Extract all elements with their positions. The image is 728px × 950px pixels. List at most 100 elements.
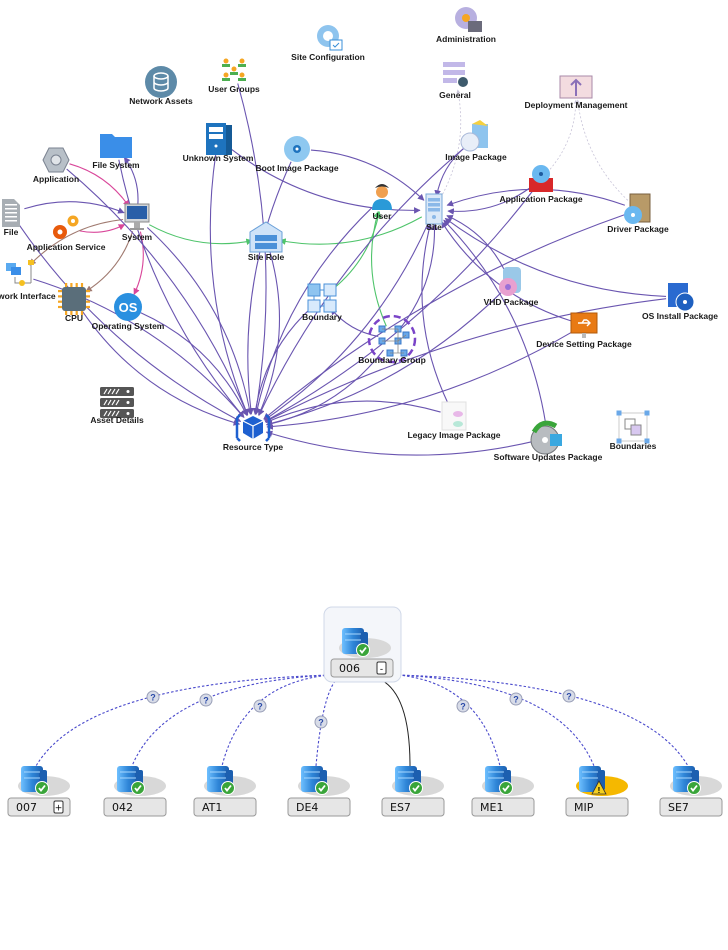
node-site[interactable]: Site [425,193,443,232]
box-disc-icon [624,193,651,224]
svg-text:?: ? [203,696,209,706]
node-label: General [439,90,471,100]
node-label: Administration [436,34,496,44]
node-label: Operating System [92,321,165,331]
node-application-package[interactable]: Application Package [499,165,583,204]
server-label-box [471,797,535,817]
server-node-root[interactable]: 006- [323,606,402,683]
node-system[interactable]: System [122,203,153,242]
node-label: Application Package [499,194,582,204]
unknown-link-icon[interactable]: ? [509,692,523,706]
node-legacy-image-package[interactable]: Legacy Image Package [407,401,501,440]
server-node[interactable]: AT1 [193,766,257,817]
link-006-to-DE4 [315,674,343,767]
unknown-link-icon[interactable]: ? [456,699,470,713]
edge-os-install-package-to-site [444,217,667,297]
unknown-link-icon[interactable]: ? [314,715,328,729]
node-label: Unknown System [183,153,254,163]
unknown-link-icon[interactable]: ? [199,693,213,707]
node-user-groups[interactable]: User Groups [208,58,260,95]
node-cpu[interactable]: CPU [58,283,90,323]
node-general[interactable]: General [439,62,471,100]
node-os-install-package[interactable]: OS Install Package [642,283,718,321]
unknown-link-icon[interactable]: ? [253,699,267,713]
server-rack-icon [100,387,134,418]
node-image-package[interactable]: Image Package [445,120,507,162]
node-software-updates-package[interactable]: Software Updates Package [494,420,603,462]
folder-upload-icon [559,75,593,99]
node-file-system[interactable]: File System [92,134,140,170]
server-node[interactable]: !MIP [565,766,629,817]
edge-application-to-resource-type [66,168,249,416]
warning-icon: ! [591,780,607,795]
server-node[interactable]: 007+ [7,766,71,817]
node-application[interactable]: Application [33,147,79,184]
svg-text:?: ? [460,702,466,712]
node-label: User Groups [208,84,260,94]
edge-file-system-to-resource-type [118,159,245,418]
node-operating-system[interactable]: OS Operating System [92,293,165,331]
node-resource-type[interactable]: Resource Type [223,414,284,452]
server-node[interactable]: SE7 [659,766,723,817]
building-server-icon [249,221,283,253]
server-tower-icon [206,123,232,155]
node-site-configuration[interactable]: Site Configuration [291,25,365,62]
node-user[interactable]: User [372,184,392,221]
resource-graph: Site Configuration AdministrationNetwork … [0,7,718,462]
node-administration[interactable]: Administration [436,7,496,44]
node-unknown-system[interactable]: Unknown System [183,123,254,163]
expand-button[interactable]: + [53,800,64,814]
node-label: System [122,232,153,242]
node-label: Asset Details [90,415,144,425]
svg-text:-: - [380,665,383,675]
node-driver-package[interactable]: Driver Package [607,193,669,234]
node-boundary[interactable]: Boundary [302,283,342,322]
edge-system-to-resource-type [146,227,253,415]
node-site-role[interactable]: Site Role [248,221,285,262]
unknown-link-icon[interactable]: ? [562,689,576,703]
install-disc-icon [668,283,695,312]
server-node[interactable]: DE4 [287,766,351,817]
server-node[interactable]: ES7 [381,766,445,817]
edge-application-package-to-deployment-management [549,99,578,170]
check-icon [131,781,145,795]
gear-checklist-icon [455,7,482,32]
node-asset-details[interactable]: Asset Details [90,387,144,425]
node-label: File [4,227,19,237]
node-label: Image Package [445,152,507,162]
person-icon [372,184,392,210]
edge-boundary-to-resource-type [252,307,313,415]
svg-text:OS: OS [119,300,138,315]
node-file[interactable]: File [2,199,20,237]
unknown-link-icon[interactable]: ? [146,690,160,704]
node-label: Deployment Management [525,100,628,110]
network-computers-icon [6,260,34,286]
server-node[interactable]: ME1 [471,766,535,817]
node-label: VHD Package [484,297,539,307]
node-boot-image-package[interactable]: Boot Image Package [255,136,339,173]
link-006-to-ME1 [397,674,501,767]
svg-text:+: + [55,804,63,814]
node-network-interface[interactable]: Network Interface [0,260,56,301]
database-icon [145,66,177,98]
legacy-image-icon [441,401,467,431]
check-icon [687,781,701,795]
node-boundaries[interactable]: Boundaries [610,410,657,452]
server-node[interactable]: 042 [103,766,167,817]
boundary-blocks-icon [307,283,337,313]
node-network-assets[interactable]: Network Assets [129,66,193,106]
node-label: OS Install Package [642,311,718,321]
nodes-layer: Site Configuration AdministrationNetwork … [0,7,718,462]
node-application-service[interactable]: Application Service [27,215,106,253]
node-vhd-package[interactable]: VHD Package [484,267,539,307]
gear-calendar-icon [317,25,343,51]
chip-icon [58,283,90,315]
server-nodes-layer: 006- 007+ 042 AT1 DE4 ES7 ME1 !MIP SE7 [7,606,723,817]
edge-device-setting-package-to-resource-type [266,331,573,430]
node-device-setting-package[interactable]: Device Setting Package [536,312,632,349]
users-group-icon [222,58,246,81]
node-deployment-management[interactable]: Deployment Management [525,75,628,110]
collapse-button[interactable]: - [376,661,387,675]
node-label: Site Configuration [291,52,365,62]
node-boundary-group[interactable]: Boundary Group [358,314,426,365]
